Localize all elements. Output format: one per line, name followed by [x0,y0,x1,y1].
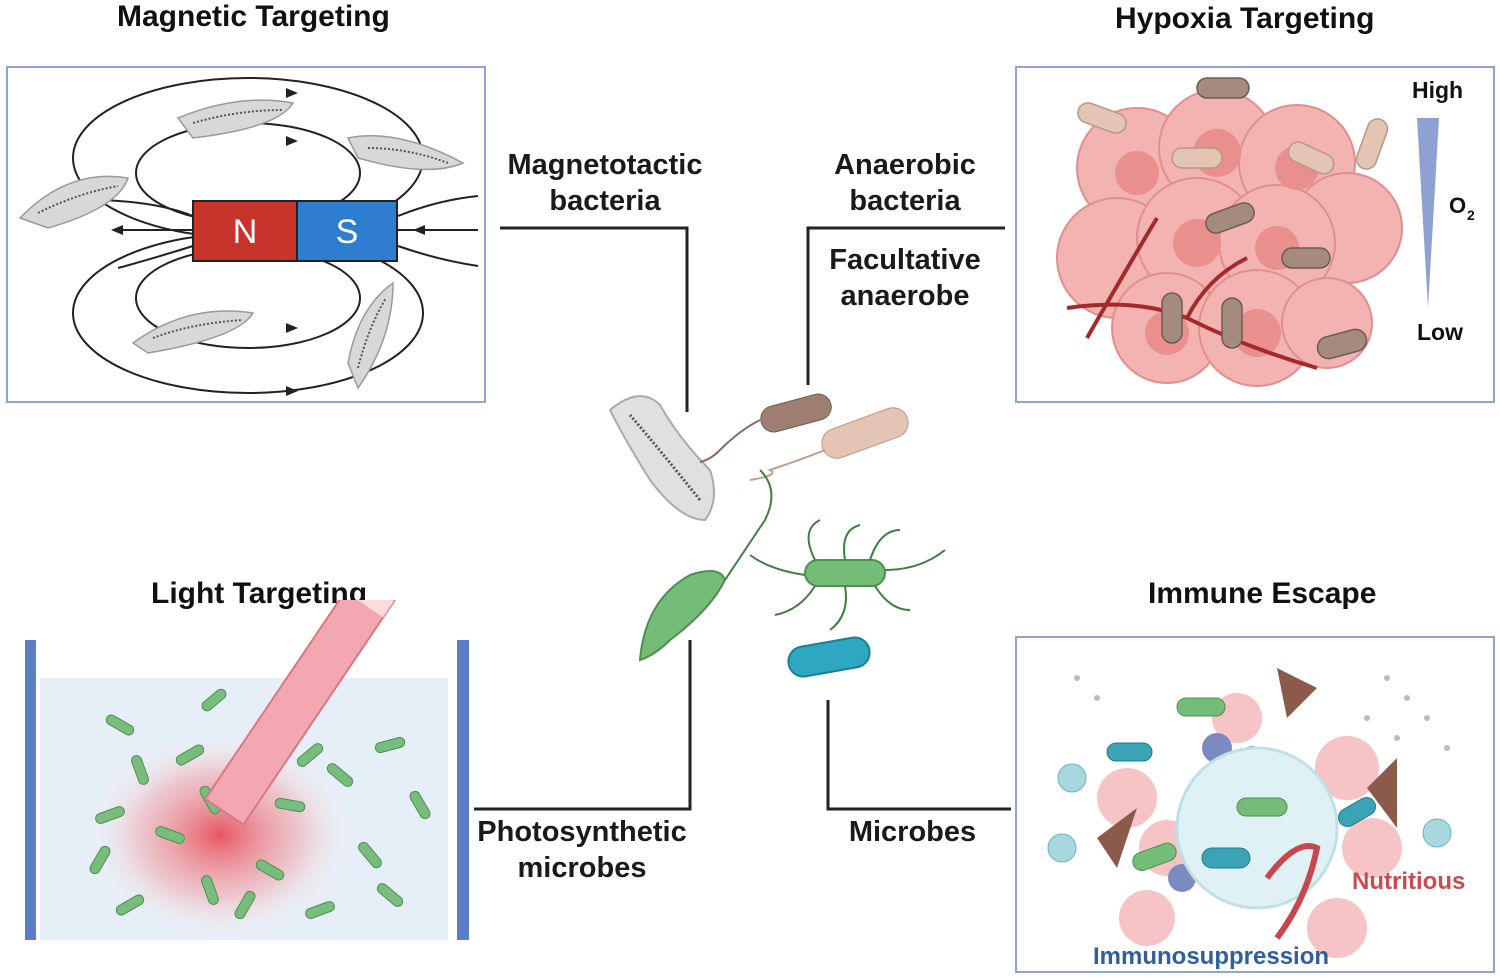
anaerobic-line2: bacteria [849,185,961,217]
facultative-bacterium [821,407,909,459]
magnet-field-illustration: N S [18,77,479,396]
photosynthetic-line2: microbes [517,852,647,884]
oxygen-low-label: Low [1417,319,1463,345]
immunosuppression-label: Immunosuppression [1093,943,1329,970]
hypoxia-targeting-title: Hypoxia Targeting [1115,2,1375,35]
oxygen-gradient-triangle [1417,118,1439,308]
facultative-anaerobe-label: Facultative anaerobe [800,242,1010,314]
oxygen-subscript: 2 [1467,207,1475,223]
magnetic-targeting-title: Magnetic Targeting [117,0,390,33]
south-pole [296,200,398,262]
north-label: N [233,213,258,251]
facultative-line1: Facultative [829,244,981,276]
facultative-line2: anaerobe [840,280,970,312]
nutritious-label: Nutritious [1352,868,1465,895]
microbes-label: Microbes [848,816,977,848]
oxygen-high-label: High [1412,77,1463,103]
photosynthetic-line1: Photosynthetic [477,816,687,848]
flagellated-green-bacterium [804,559,886,587]
immune-escape-illustration: Nutritious Immunosuppression [1047,668,1465,970]
hypoxia-targeting-panel: High Low O 2 [1015,66,1495,403]
south-label: S [336,213,359,251]
immune-escape-title: Immune Escape [1148,577,1377,610]
photosynthetic-bacterium [638,570,727,662]
magnetic-targeting-panel: N S [6,66,486,403]
magnetotactic-bacteria-label: Magnetotactic bacteria [490,147,720,219]
magnetotactic-line1: Magnetotactic [507,149,703,181]
immune-escape-panel: Nutritious Immunosuppression [1015,636,1495,973]
light-targeting-tank [25,600,469,940]
magnetotactic-line2: bacteria [549,185,661,217]
light-targeting-title: Light Targeting [151,577,368,610]
blue-microbe [787,636,871,678]
oxygen-symbol: O [1449,193,1466,218]
anaerobic-bacterium [760,393,832,433]
anaerobic-bacteria-label: Anaerobic bacteria [800,147,1010,219]
photosynthetic-microbes-label: Photosynthetic microbes [462,814,702,886]
center-bacteria-cluster [608,393,946,678]
anaerobic-line1: Anaerobic [834,149,976,181]
tumor-illustration: High Low O 2 [1056,77,1475,387]
magnetotactic-bacterium [608,395,715,522]
